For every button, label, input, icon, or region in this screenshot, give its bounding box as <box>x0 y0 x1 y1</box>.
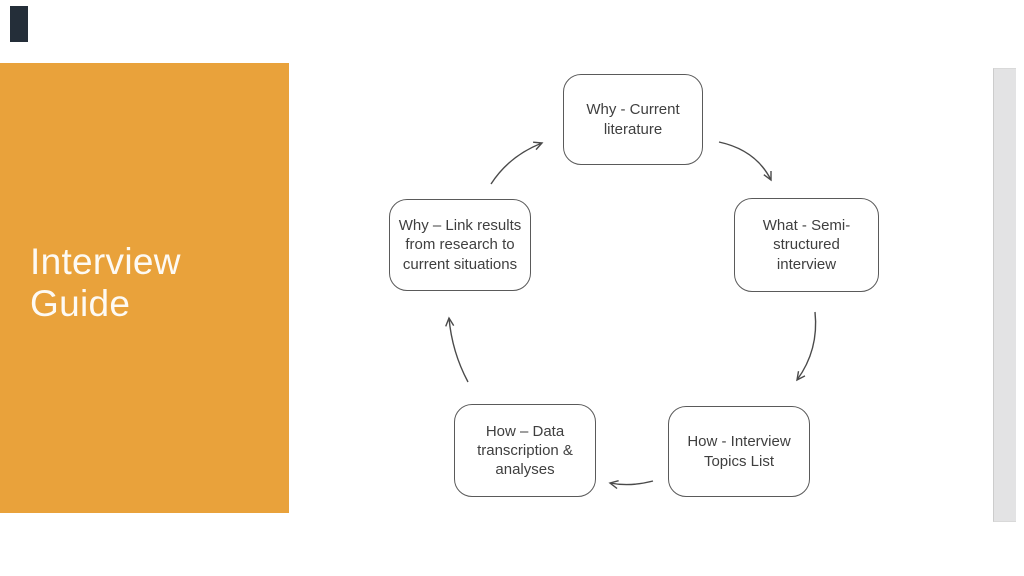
cycle-node-why-current-literature: Why - Current literature <box>563 74 703 165</box>
corner-accent-mark <box>10 6 28 42</box>
arrow-bottom-right-to-bottom-left <box>608 479 654 490</box>
arrow-right-to-bottom-right <box>796 311 817 382</box>
arrow-left-to-top <box>490 141 544 185</box>
cycle-node-how-data-transcription-analyses: How – Data transcription & analyses <box>454 404 596 497</box>
cycle-node-what-semi-structured-interview: What - Semi- structured interview <box>734 198 879 292</box>
orange-side-panel <box>0 63 289 513</box>
arrow-bottom-left-to-left <box>445 316 469 383</box>
cycle-node-why-link-results: Why – Link results from research to curr… <box>389 199 531 291</box>
slide-title: Interview Guide <box>30 241 181 324</box>
next-slide-edge <box>993 68 1016 522</box>
arrow-top-to-right <box>718 141 772 182</box>
cycle-node-how-interview-topics-list: How - Interview Topics List <box>668 406 810 497</box>
